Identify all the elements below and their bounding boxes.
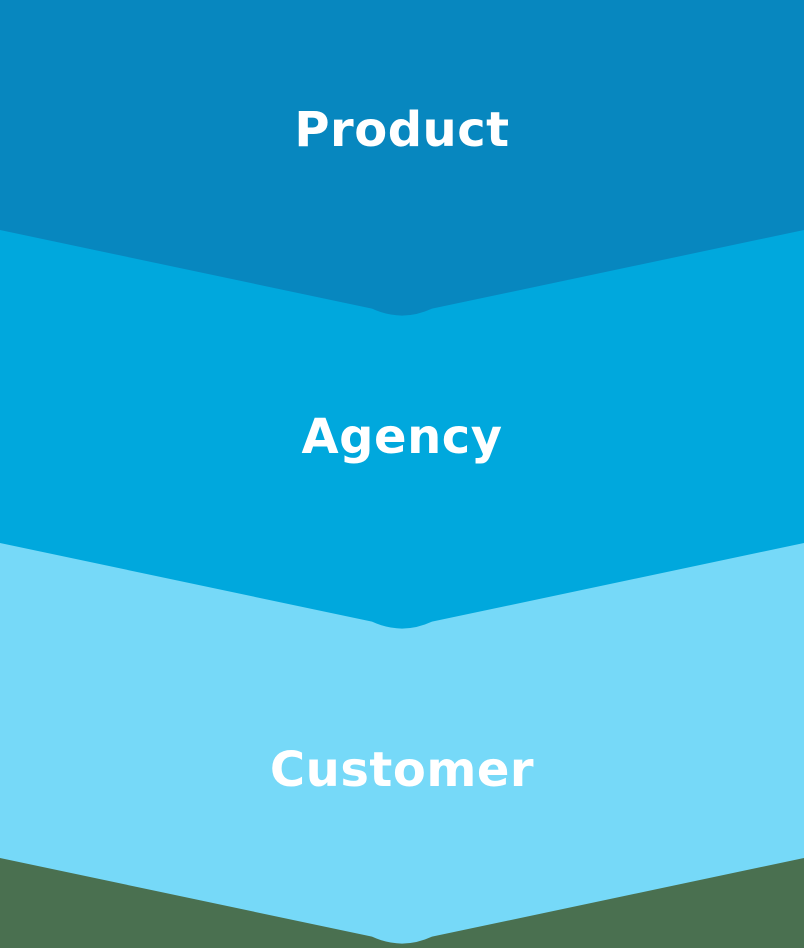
customer-chevron-shape	[0, 543, 804, 944]
product-chevron-shape	[0, 0, 804, 316]
customer-label: Customer	[269, 742, 535, 798]
product-label: Product	[294, 102, 510, 158]
agency-label: Agency	[301, 409, 503, 465]
agency-chevron-shape	[0, 230, 804, 629]
